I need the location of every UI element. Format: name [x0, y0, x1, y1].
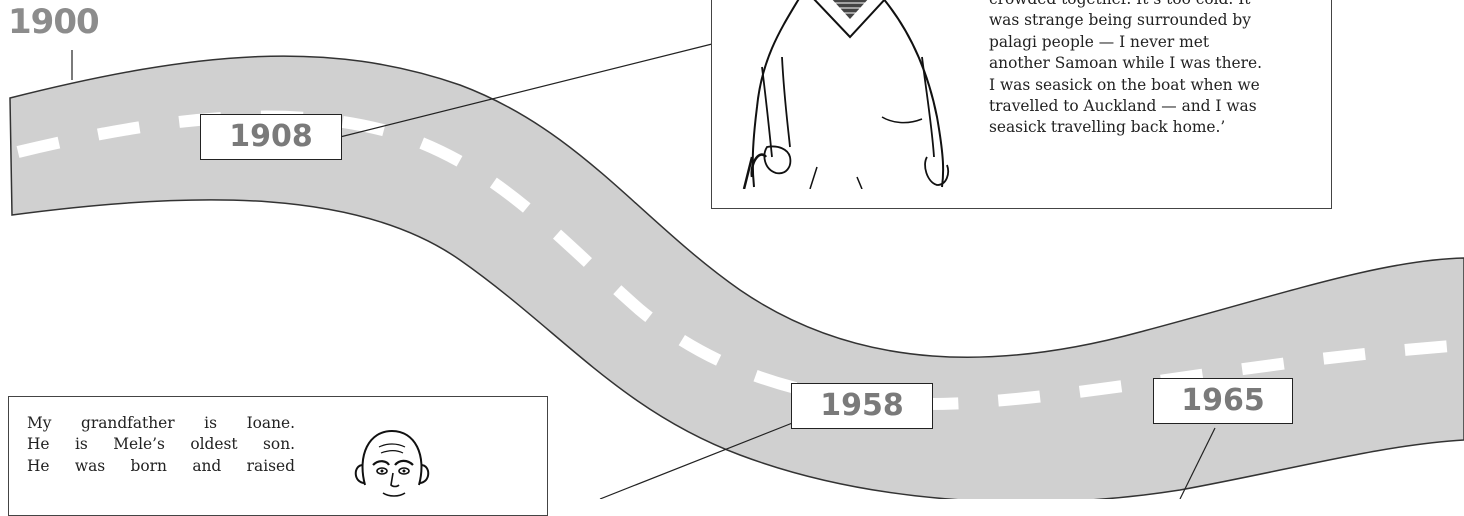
paragraph-line: He was born and raised: [27, 456, 295, 477]
start-year-label: 1900: [8, 2, 99, 42]
quote-line: palagi people — I never met: [989, 32, 1317, 53]
mele-quote: crowded together. It’s too cold. It was …: [989, 0, 1317, 139]
year-marker-1958: 1958: [791, 383, 933, 429]
quote-line: seasick travelling back home.’: [989, 117, 1317, 138]
ioane-paragraph: My grandfather is Ioane. He is Mele’s ol…: [27, 413, 295, 477]
quote-line: travelled to Auckland — and I was: [989, 96, 1317, 117]
quote-line: crowded together. It’s too cold. It: [989, 0, 1317, 10]
mele-story-box: crowded together. It’s too cold. It was …: [711, 0, 1332, 209]
elderly-woman-illustration: [722, 0, 972, 189]
year-marker-1908: 1908: [200, 114, 342, 160]
paragraph-line: My grandfather is Ioane.: [27, 413, 295, 434]
year-marker-label: 1965: [1181, 383, 1265, 418]
elderly-man-illustration: [347, 425, 437, 505]
quote-line: was strange being surrounded by: [989, 10, 1317, 31]
year-marker-label: 1958: [820, 388, 904, 423]
year-marker-1965: 1965: [1153, 378, 1293, 424]
quote-line: another Samoan while I was there.: [989, 53, 1317, 74]
quote-line: I was seasick on the boat when we: [989, 75, 1317, 96]
ioane-story-box: My grandfather is Ioane. He is Mele’s ol…: [8, 396, 548, 516]
paragraph-line: He is Mele’s oldest son.: [27, 434, 295, 455]
year-marker-label: 1908: [229, 119, 313, 154]
